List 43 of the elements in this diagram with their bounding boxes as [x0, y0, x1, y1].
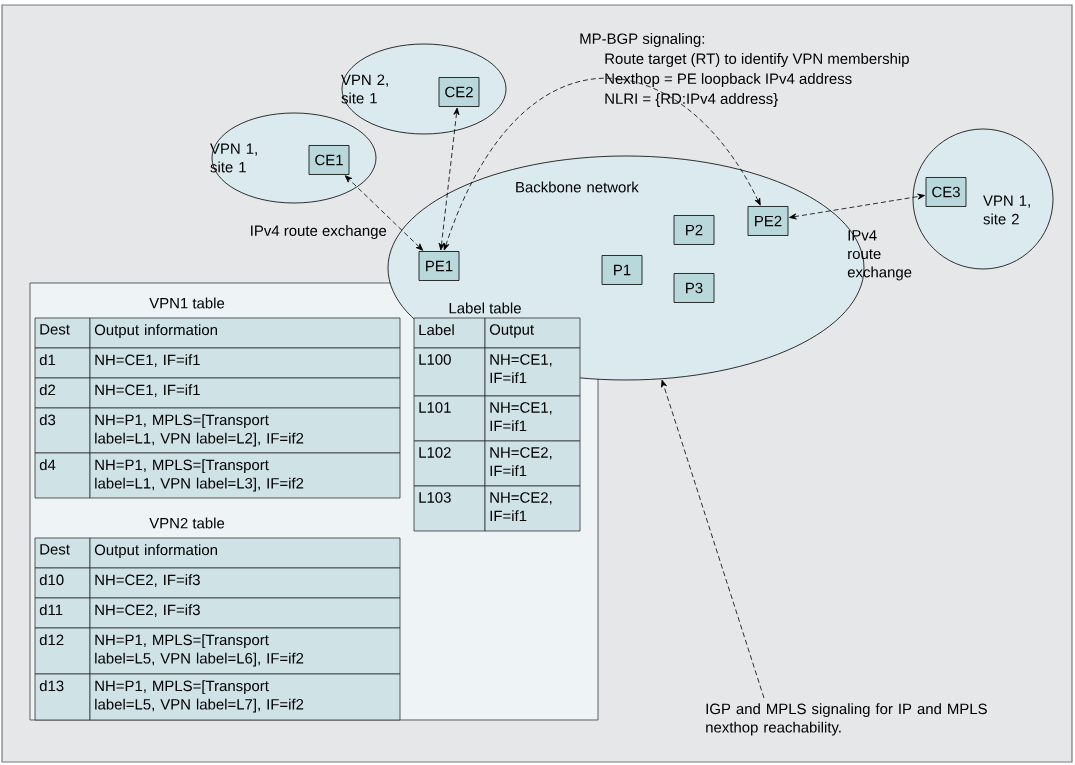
note-text: Nexthop = PE loopback IPv4 address — [605, 73, 852, 87]
table-cell: d2 — [34, 377, 91, 409]
table-cell: Label — [413, 317, 486, 349]
table-cell: d12 — [34, 627, 91, 675]
router-box: PE1 — [418, 251, 460, 281]
table-cell: Dest — [34, 537, 91, 569]
table-cell: d3 — [34, 407, 91, 454]
router-box: P3 — [673, 273, 715, 303]
table-title: Label table — [449, 302, 521, 314]
table-cell: NH=CE2, IF=if1 — [484, 485, 581, 532]
table-cell: Output — [484, 317, 581, 349]
arrow — [789, 193, 925, 220]
table-cell: L100 — [413, 347, 486, 397]
table-cell: Dest — [34, 317, 91, 349]
router-box: CE3 — [925, 177, 967, 207]
table-cell: d1 — [34, 347, 91, 379]
annotation-text: IGP and MPLS signaling for IP and MPLS nexthop reachability. — [706, 703, 987, 736]
table-cell: d13 — [34, 673, 91, 721]
router-box: CE1 — [308, 145, 350, 175]
router-box: CE2 — [438, 77, 480, 107]
table-cell: d10 — [34, 567, 91, 599]
table-cell: L101 — [413, 395, 486, 442]
table-cell: L102 — [413, 440, 486, 487]
table-cell: d4 — [34, 452, 91, 499]
note-text: NLRI = {RD:IPv4 address} — [605, 93, 778, 107]
table-cell: L103 — [413, 485, 486, 532]
note-text: Route target (RT) to identify VPN membership — [605, 53, 909, 67]
arrow — [443, 77, 761, 251]
table-cell: NH=CE1, IF=if1 — [484, 395, 581, 442]
note-text: IPv4 route exchange — [251, 225, 387, 239]
note-text: IPv4 route exchange — [847, 230, 912, 281]
arrow — [438, 107, 460, 251]
arrow — [661, 379, 765, 699]
router-box: P1 — [601, 255, 643, 285]
table-cell: NH=CE2, IF=if1 — [484, 440, 581, 487]
table-title: VPN2 table — [149, 517, 225, 529]
router-box: PE2 — [747, 206, 789, 236]
arrow — [344, 175, 424, 251]
router-box: P2 — [673, 215, 715, 245]
table-title: VPN1 table — [149, 297, 225, 309]
table-cell: d11 — [34, 597, 91, 629]
table-cell: NH=CE1, IF=if1 — [484, 347, 581, 397]
note-text: MP-BGP signaling: — [580, 33, 705, 47]
